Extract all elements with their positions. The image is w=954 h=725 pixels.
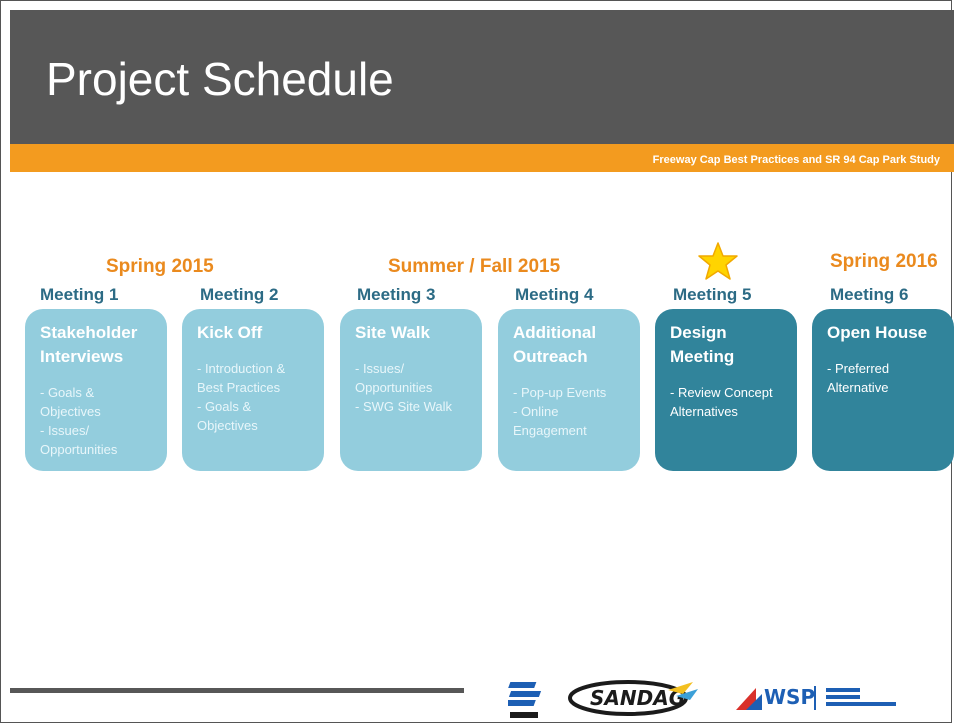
meeting-3-title: Site Walk	[355, 323, 430, 342]
meeting-1-label: Meeting 1	[40, 285, 119, 304]
meeting-3-details: - Issues/ Opportunities - SWG Site Walk	[355, 361, 453, 414]
period-spring-2016: Spring 2016	[830, 251, 938, 272]
meeting-6-details: - Preferred Alternative	[827, 361, 890, 395]
meeting-4-details: - Pop-up Events - Online Engagement	[513, 385, 607, 438]
footer-rule	[10, 688, 464, 693]
meeting-5-title: Design Meeting	[670, 323, 735, 366]
period-summer-fall-2015: Summer / Fall 2015	[388, 256, 561, 277]
meeting-6-label: Meeting 6	[830, 285, 909, 304]
meeting-4-title: Additional Outreach	[513, 323, 597, 366]
meeting-2-card: Kick Off - Introduction & Best Practices…	[182, 309, 324, 471]
meeting-5-details: - Review Concept Alternatives	[670, 385, 773, 419]
slide-title: Project Schedule	[46, 53, 394, 105]
period-spring-2015: Spring 2015	[106, 256, 214, 277]
partner-logos: SANDAG WSP	[508, 680, 896, 718]
meeting-3-card: Site Walk - Issues/ Opportunities - SWG …	[340, 309, 482, 471]
meeting-2-label: Meeting 2	[200, 285, 279, 304]
meeting-2-title: Kick Off	[197, 323, 263, 342]
meeting-1-card: Stakeholder Interviews - Goals & Objecti…	[25, 309, 167, 471]
meeting-5-card: Design Meeting - Review Concept Alternat…	[655, 309, 797, 471]
meeting-1-details: - Goals & Objectives - Issues/ Opportuni…	[40, 385, 118, 457]
slide-subtitle: Freeway Cap Best Practices and SR 94 Cap…	[652, 154, 940, 166]
meeting-4-card: Additional Outreach - Pop-up Events - On…	[498, 309, 640, 471]
svg-text:WSP: WSP	[764, 685, 815, 709]
meeting-5-label: Meeting 5	[673, 285, 752, 304]
caltrans-logo	[508, 682, 542, 718]
meeting-4-label: Meeting 4	[515, 285, 594, 304]
meeting-1-title: Stakeholder Interviews	[40, 323, 138, 366]
slide-header	[10, 10, 954, 144]
subtitle-bar: Freeway Cap Best Practices and SR 94 Cap…	[10, 152, 954, 172]
wsp-logo: WSP	[736, 685, 896, 710]
meeting-6-card: Open House - Preferred Alternative	[812, 309, 954, 471]
meeting-6-title: Open House	[827, 323, 928, 342]
sandag-logo: SANDAG	[568, 680, 698, 716]
meeting-2-details: - Introduction & Best Practices - Goals …	[197, 361, 286, 433]
accent-bar	[10, 144, 954, 152]
star-icon	[698, 242, 738, 280]
meeting-3-label: Meeting 3	[357, 285, 436, 304]
